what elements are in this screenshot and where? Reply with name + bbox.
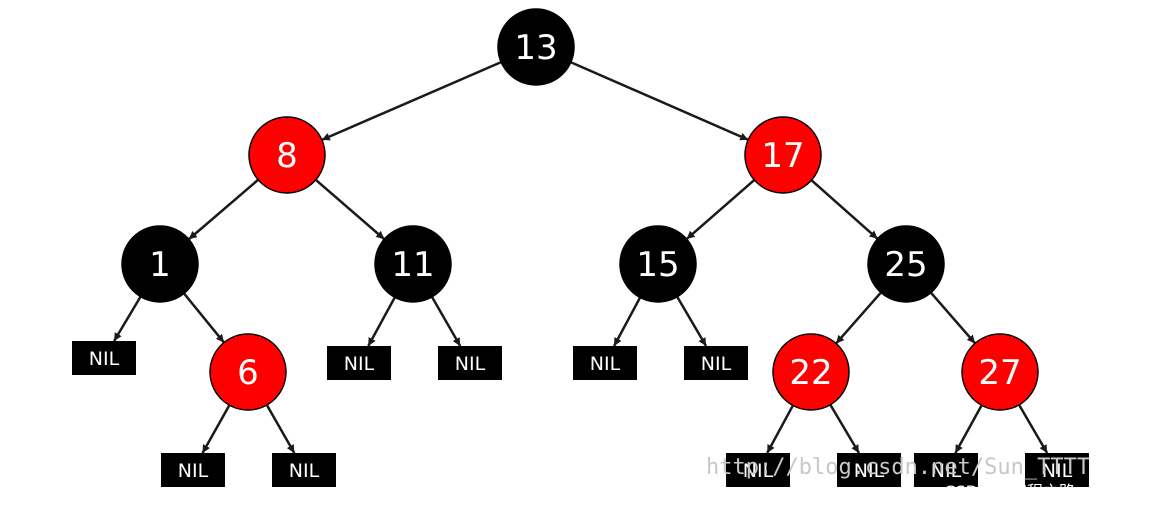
tree-node-17: 17 (744, 116, 822, 194)
edge-n15-to-nil-15-right (676, 296, 708, 347)
node-label-15: 15 (636, 245, 679, 285)
edge-n1-to-n6 (183, 292, 225, 344)
edge-n25-to-n22 (835, 291, 882, 345)
nil-label: NIL (743, 460, 774, 482)
edge-n17-to-n15 (685, 179, 756, 240)
node-circle-27 (961, 333, 1039, 411)
node-circle-11 (374, 225, 452, 303)
node-label-11: 11 (391, 245, 434, 285)
nil-label: NIL (931, 460, 962, 482)
tree-node-13: 13 (497, 8, 575, 86)
tree-edges (113, 60, 1049, 454)
node-label-13: 13 (514, 28, 557, 68)
nil-box (272, 453, 336, 487)
nil-leaf: NIL (914, 453, 978, 487)
edge-n6-to-nil-6-left (201, 404, 231, 454)
nil-label: NIL (701, 353, 732, 375)
edge-n15-to-nil-15-left (612, 296, 642, 347)
nil-label: NIL (89, 348, 120, 370)
nil-leaf: NIL (684, 346, 748, 380)
node-label-6: 6 (237, 353, 259, 393)
nil-leaf: NIL (161, 453, 225, 487)
nil-leaf: NIL (272, 453, 336, 487)
nil-label: NIL (178, 460, 209, 482)
nil-box (726, 453, 790, 487)
edge-n11-to-nil-11-right (430, 296, 462, 347)
nil-label: NIL (289, 460, 320, 482)
nil-label: NIL (344, 353, 375, 375)
edge-n8-to-n1 (188, 178, 259, 241)
nil-leaf: NIL (573, 346, 637, 380)
tree-node-27: 27 (961, 333, 1039, 411)
nil-box (684, 346, 748, 380)
edge-n22-to-nil-22-right (829, 404, 861, 454)
nil-label: NIL (590, 353, 621, 375)
nil-leaf: NIL (327, 346, 391, 380)
node-circle-6 (209, 333, 287, 411)
node-circle-25 (867, 225, 945, 303)
edge-n13-to-n8 (321, 60, 502, 142)
nil-box (837, 453, 901, 487)
node-circle-8 (248, 116, 326, 194)
node-label-25: 25 (884, 245, 927, 285)
node-label-27: 27 (978, 353, 1021, 393)
url-watermark: http://blog.csdn.net/Sun_TTTT (706, 455, 1090, 480)
tree-node-25: 25 (867, 225, 945, 303)
nil-box (161, 453, 225, 487)
node-label-1: 1 (149, 245, 171, 285)
edge-n8-to-n11 (314, 178, 386, 241)
nil-box (914, 453, 978, 487)
nil-label: NIL (455, 353, 486, 375)
nil-label: NIL (1042, 460, 1073, 482)
edge-n1-to-nil-1-left (113, 296, 142, 342)
nil-label: NIL (854, 460, 885, 482)
nil-leaf: NIL (438, 346, 502, 380)
edge-n17-to-n25 (810, 179, 879, 240)
edge-n11-to-nil-11-left (367, 296, 396, 347)
nil-leaf: NIL (837, 453, 901, 487)
nil-box (1025, 453, 1089, 487)
tree-node-11: 11 (374, 225, 452, 303)
node-circle-22 (772, 333, 850, 411)
node-circle-15 (619, 225, 697, 303)
node-circle-1 (121, 225, 199, 303)
nil-box (72, 341, 136, 375)
node-circle-17 (744, 116, 822, 194)
csdn-credit: CSDN @编程之路，妙趣横生 (944, 482, 1155, 501)
edge-n22-to-nil-22-left (766, 404, 795, 454)
edge-n25-to-n27 (930, 291, 976, 345)
nil-leaf: NIL (72, 341, 136, 375)
nil-box (573, 346, 637, 380)
edge-n27-to-nil-27-right (1018, 404, 1049, 454)
nil-leaf: NIL (1025, 453, 1089, 487)
node-label-22: 22 (789, 353, 832, 393)
node-label-8: 8 (276, 136, 298, 176)
node-circle-13 (497, 8, 575, 86)
edge-n27-to-nil-27-left (954, 404, 983, 454)
nil-box (438, 346, 502, 380)
watermark: http://blog.csdn.net/Sun_TTTT CSDN @编程之路… (706, 455, 1155, 501)
tree-node-8: 8 (248, 116, 326, 194)
edge-n6-to-nil-6-right (265, 404, 296, 454)
tree-node-6: 6 (209, 333, 287, 411)
tree-node-15: 15 (619, 225, 697, 303)
node-label-17: 17 (761, 136, 804, 176)
nil-leaf: NIL (726, 453, 790, 487)
tree-node-1: 1 (121, 225, 199, 303)
tree-node-22: 22 (772, 333, 850, 411)
nil-box (327, 346, 391, 380)
edge-n13-to-n17 (570, 61, 749, 141)
